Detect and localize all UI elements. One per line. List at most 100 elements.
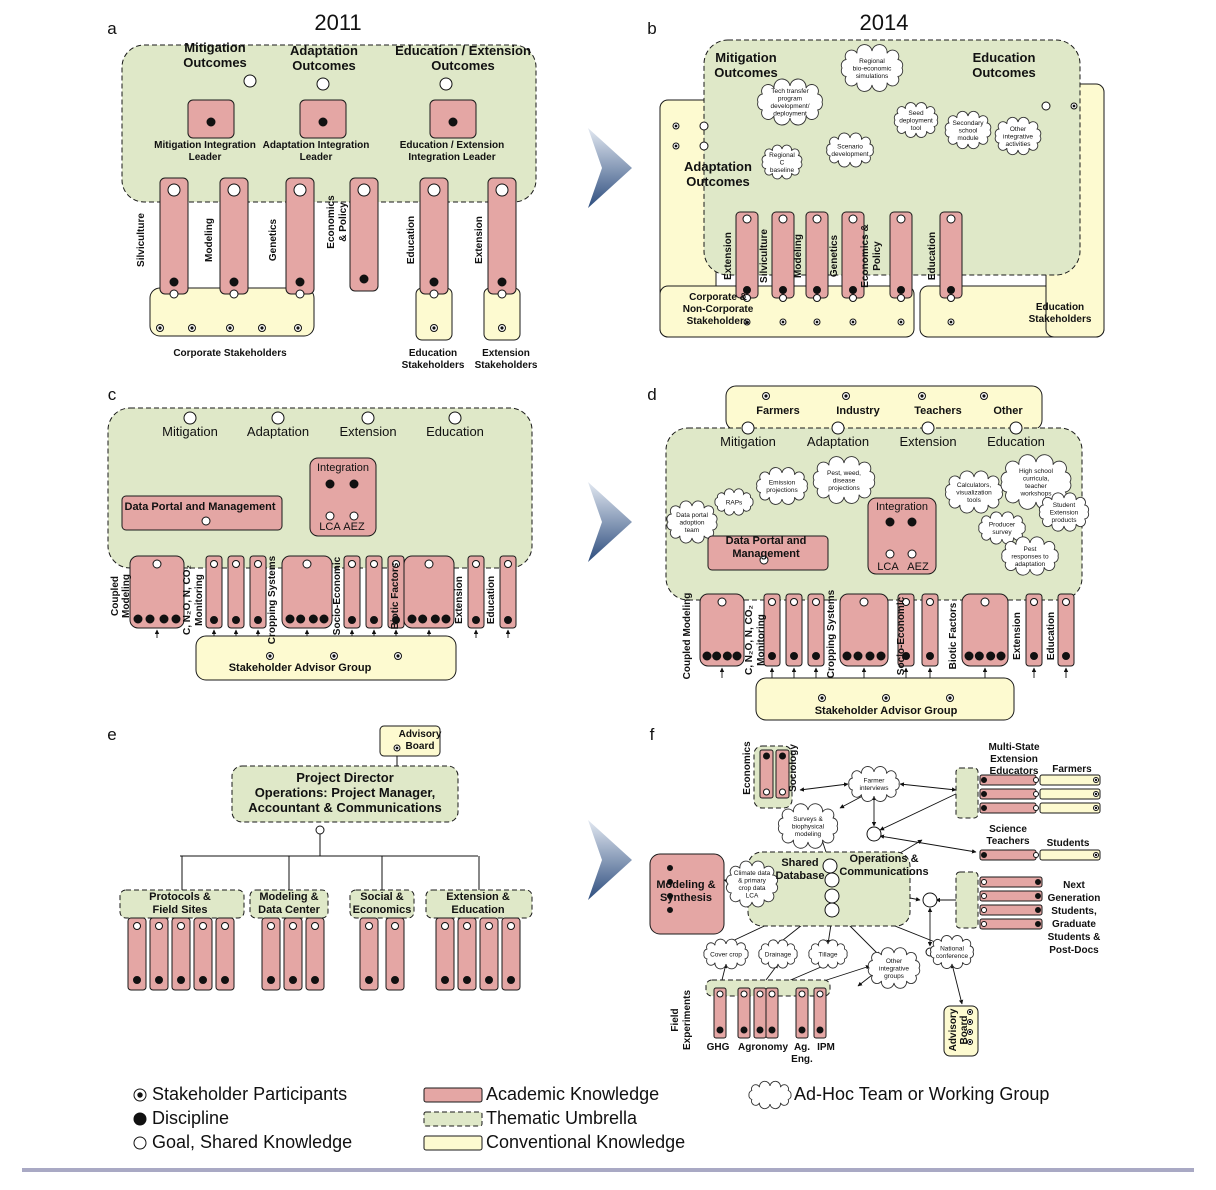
- d-cloud-4-text: tools: [967, 497, 981, 504]
- d-cloud-1-text: projections: [766, 487, 798, 494]
- f-nextgen-label: Students &: [1048, 932, 1101, 943]
- e-unit-label: Data Center: [258, 904, 320, 916]
- d-narrow-column-6: [1057, 593, 1075, 667]
- a-outcome-adaptation: Adaptation: [290, 43, 358, 58]
- a-discipline-goal-1: [227, 183, 241, 197]
- b-cloud-3-text: school: [959, 127, 978, 134]
- e-column-goal-11: [463, 922, 471, 930]
- f-cloud-5-text: Tillage: [819, 951, 838, 958]
- c-lca: LCA: [319, 521, 341, 533]
- a-discipline-label: Genetics: [268, 218, 279, 261]
- d-wide-column-2: [961, 593, 1009, 667]
- c-narrow-dot-4: [370, 616, 378, 624]
- c-stakeholder-dot: [396, 654, 400, 658]
- d-aez: AEZ: [907, 561, 929, 573]
- f-field-ageng: Eng.: [791, 1054, 813, 1065]
- b-column-node-4: [897, 294, 905, 302]
- b-discipline-column-4: [889, 211, 913, 299]
- c-stakeholder-box: [195, 635, 457, 681]
- e-column-dot-7: [311, 976, 319, 984]
- d-cloud-6: [1038, 492, 1090, 532]
- e-unit-label: Protocols &: [149, 891, 211, 903]
- b-cloud-6: [826, 132, 874, 168]
- f-ext-dot: [981, 791, 987, 797]
- f-field-goal: [768, 990, 776, 998]
- f-field-dot: [716, 1026, 724, 1034]
- e-unit-label: Economics: [353, 904, 412, 916]
- c-wide-dot: [418, 614, 428, 624]
- f-nextgen-goal: [981, 907, 987, 913]
- d-cloud-5-text: High school: [1019, 468, 1054, 475]
- b-outcome-education: Education: [973, 50, 1036, 65]
- f-teacher-dot: [981, 852, 987, 858]
- d-narrow-goal-0: [768, 598, 776, 606]
- b-discipline-label: Modeling: [793, 234, 804, 278]
- f-farmer-row-2: [1039, 802, 1101, 814]
- c-int-goal: [325, 511, 335, 521]
- b-cloud-1-text: development/: [770, 103, 809, 110]
- f-shared-db-node: [822, 858, 838, 874]
- d-discipline-label: C, N₂O, N, CO₂: [744, 605, 755, 675]
- f-modeling-box: [649, 853, 725, 935]
- f-science-teachers: Science: [989, 824, 1027, 835]
- e-column-dot-3: [199, 976, 207, 984]
- d-narrow-column-3: [897, 593, 915, 667]
- c-narrow-column-3: [343, 555, 361, 629]
- e-unit-box-1: [249, 889, 329, 919]
- f-student-stake-dot: [1094, 853, 1098, 857]
- legend-conventional: Conventional Knowledge: [486, 1132, 685, 1152]
- f-nextgen-goal: [981, 879, 987, 885]
- d-data-portal-box: [707, 535, 829, 571]
- a-leader-dot-2: [448, 117, 458, 127]
- c-discipline-label: Cropping Systems: [267, 555, 278, 644]
- f-ext-educators: Educators: [990, 766, 1039, 777]
- f-nextgen-goal: [981, 893, 987, 899]
- a-discipline-goal-5: [495, 183, 509, 197]
- d-cloud-1: [756, 467, 808, 505]
- b-stakeholder-dot: [899, 320, 903, 324]
- a-discipline-label: Education: [406, 216, 417, 264]
- d-narrow-goal-5: [1030, 598, 1038, 606]
- f-social-dot: [763, 752, 770, 760]
- c-narrow-column-6: [467, 555, 485, 629]
- c-aez: AEZ: [343, 521, 365, 533]
- f-cloud-3-text: Cover crop: [710, 951, 742, 958]
- d-wide-column-1: [839, 593, 889, 667]
- d-cloud-7-text: Producer: [989, 522, 1016, 529]
- a-outcome-education: Education / Extension: [395, 43, 531, 58]
- f-nextgen-row-1: [979, 890, 1043, 902]
- c-narrow-goal-5: [392, 560, 400, 568]
- e-column-goal-3: [199, 922, 207, 930]
- c-narrow-column-0: [205, 555, 223, 629]
- d-wide-dot: [732, 651, 742, 661]
- d-cloud-3-text: adoption: [680, 519, 705, 526]
- d-cloud-2-text: RAPs: [726, 499, 743, 506]
- e-discipline-column-13: [501, 917, 521, 991]
- c-discipline-label: C, N₂O, N, CO₂: [182, 565, 193, 635]
- d-audience-stakeholder-dot: [844, 394, 848, 398]
- legend-academic-swatch: [423, 1087, 483, 1103]
- d-cloud-1-text: Emission: [769, 480, 796, 487]
- f-farmer-stake-dot: [1094, 806, 1098, 810]
- e-column-goal-12: [485, 922, 493, 930]
- f-modeling-dot: [667, 879, 673, 885]
- d-data-portal-node: [759, 555, 769, 565]
- c-narrow-dot-0: [210, 616, 218, 624]
- a-stakeholder-dot: [500, 326, 504, 330]
- c-wide-dot: [133, 614, 143, 624]
- e-director-node: [315, 825, 325, 835]
- a-discipline-column-3: [349, 177, 379, 292]
- f-social-goal: [763, 788, 770, 796]
- d-wide-dot: [712, 651, 722, 661]
- c-goal-label: Mitigation: [162, 424, 218, 439]
- b-cloud-3: [944, 110, 992, 150]
- e-unit-label: Education: [451, 904, 504, 916]
- e-director-label: Operations: Project Manager,: [255, 785, 436, 800]
- d-discipline-label: Extension: [1012, 612, 1023, 660]
- d-wide-dot: [842, 651, 852, 661]
- d-discipline-label: Biotic Factors: [948, 602, 959, 669]
- double-arrow: [950, 963, 964, 1005]
- b-cloud-1-text: deployment: [773, 111, 807, 118]
- f-farmers-label: Farmers: [1052, 764, 1092, 775]
- b-outcome-mitigation: Outcomes: [714, 65, 778, 80]
